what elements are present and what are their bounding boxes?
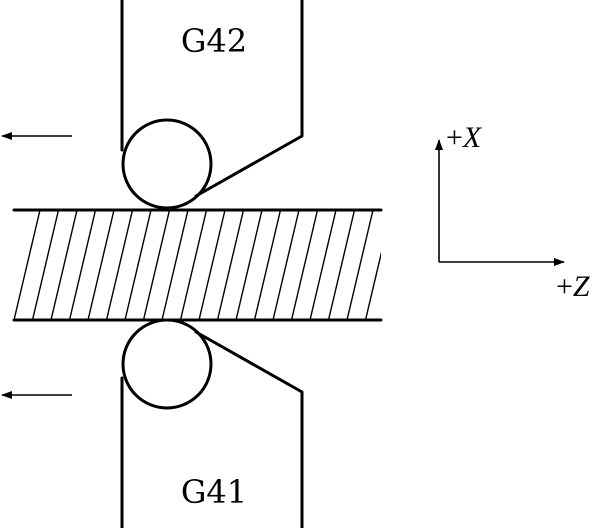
hatch-line <box>364 251 381 320</box>
hatch-line <box>235 210 263 320</box>
hatch-line <box>105 210 134 320</box>
z-axis-label: +Z <box>556 270 590 303</box>
hatch-line <box>198 210 226 320</box>
hatch-line <box>124 210 152 320</box>
hatch-line <box>87 210 115 320</box>
hatch-line <box>216 210 245 320</box>
lower-tool-nose-circle <box>121 318 213 410</box>
hatch-line <box>161 210 189 320</box>
z-axis-letter: Z <box>573 270 590 303</box>
hatch-line <box>327 210 356 320</box>
workpiece <box>12 208 410 322</box>
hatch-line <box>272 210 300 320</box>
hatch-line <box>346 210 374 320</box>
lower-tool: G41 <box>120 318 304 528</box>
coordinate-axes: +X +Z <box>435 121 590 303</box>
upper-tool-nose-circle <box>121 118 213 210</box>
hatch-line <box>68 210 97 320</box>
hatch-line <box>384 210 410 320</box>
hatch-line <box>290 210 319 320</box>
hatch-line <box>142 210 171 320</box>
lower-tool-outline <box>120 330 304 528</box>
x-axis-label: +X <box>446 121 483 154</box>
hatch-line <box>50 210 78 320</box>
hatch-line <box>14 210 41 320</box>
lower-tool-label: G41 <box>181 473 247 511</box>
z-axis-sign: + <box>556 270 573 303</box>
workpiece-hatching <box>14 210 410 320</box>
hatch-line <box>253 210 282 320</box>
upper-tool-outline <box>120 0 304 198</box>
hatch-line <box>31 210 60 320</box>
hatch-line <box>179 210 208 320</box>
x-axis-sign: + <box>446 121 463 154</box>
upper-tool: G42 <box>120 0 304 210</box>
hatch-line <box>309 210 337 320</box>
upper-tool-label: G42 <box>181 22 247 60</box>
x-axis-letter: X <box>462 121 483 154</box>
